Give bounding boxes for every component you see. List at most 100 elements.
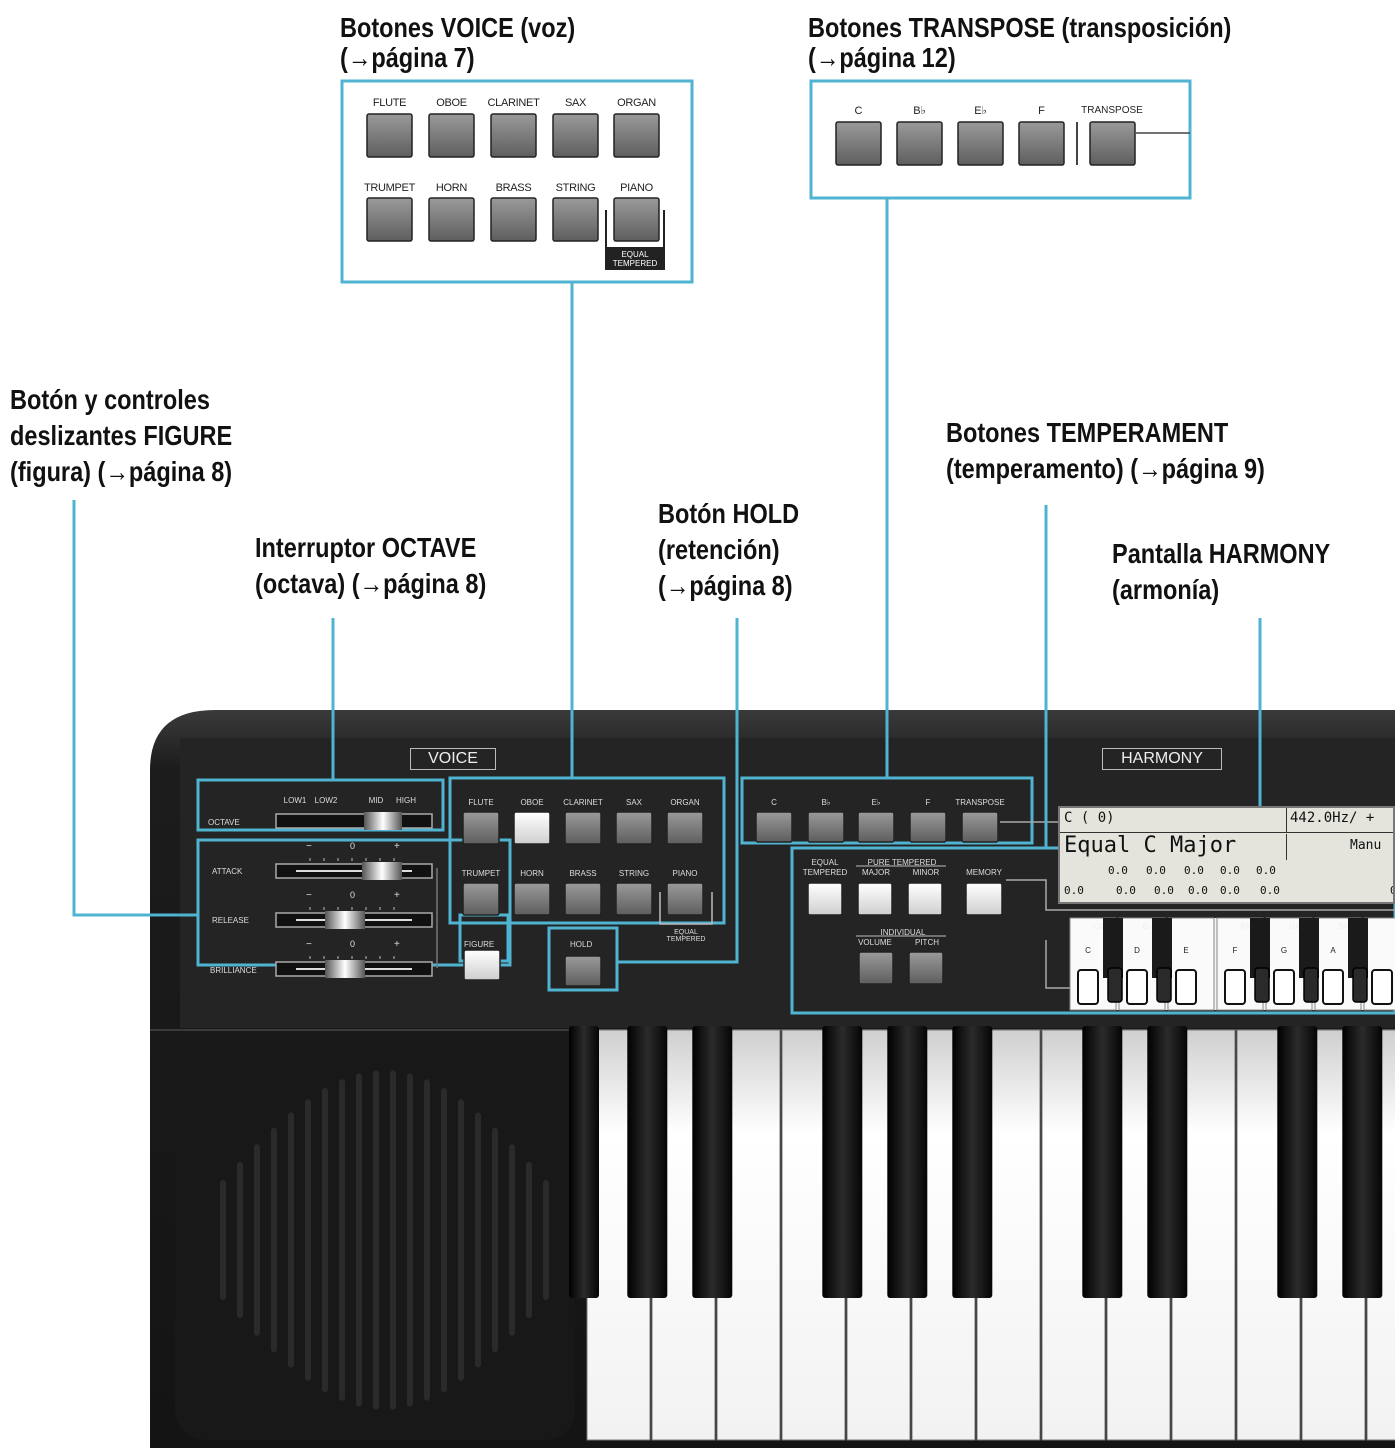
slider-knob: [325, 911, 365, 929]
transpose-box-label-1: B♭: [913, 105, 926, 117]
callout-octave: Interruptor OCTAVE (octava) (→página 8): [255, 530, 486, 602]
grille-slot: [305, 1099, 311, 1381]
octave-switch-knob: [364, 812, 402, 830]
octave-position-low1: LOW1: [283, 796, 307, 805]
mini-black-button: [1303, 967, 1319, 1003]
black-key: [627, 1026, 668, 1298]
mini-black-button: [1352, 967, 1368, 1003]
grille-slot: [322, 1087, 328, 1393]
piano-keys: [569, 1026, 1395, 1441]
voice-box-label-flute: FLUTE: [372, 97, 407, 109]
grille-slot: [424, 1079, 430, 1401]
hold-highlight: [547, 926, 619, 992]
panel-transpose-label-2: E♭: [871, 798, 881, 807]
memory-connector: [1006, 879, 1395, 911]
minikeys-connector: [1045, 940, 1070, 989]
octave-highlight: [196, 778, 445, 832]
black-key: [1147, 1026, 1188, 1298]
panel-voice-button: [666, 882, 704, 916]
mini-keyboard: [1069, 917, 1395, 1011]
callout-temperament: Botones TEMPERAMENT (temperamento) (→pág…: [946, 415, 1265, 487]
temp-equal-button: [807, 882, 843, 916]
lcd-row3-value-3: 0.0: [1220, 864, 1240, 877]
panel-voice-label-flute: FLUTE: [468, 798, 494, 807]
panel-transpose-button: [857, 811, 895, 843]
temp-volume: VOLUME: [858, 938, 892, 947]
grille-slot: [373, 1070, 379, 1410]
grille-slot: [543, 1180, 549, 1300]
panel-voice-button: [462, 811, 500, 845]
mini-key-button: [1077, 969, 1099, 1005]
slider-scale-plus: +: [394, 890, 400, 901]
temp-equal-line1: EQUAL: [811, 858, 839, 867]
panel-voice-button: [615, 811, 653, 845]
mini-black-button: [1156, 967, 1172, 1003]
panel-transpose-label-3: F: [925, 798, 931, 807]
slider-scale-plus: +: [394, 841, 400, 852]
panel-voice-label-sax: SAX: [625, 798, 642, 807]
callout-temperament-line1: Botones TEMPERAMENT: [946, 417, 1229, 448]
grille-slot: [271, 1127, 277, 1353]
lcd-row4-value-4: 0.0: [1220, 884, 1240, 897]
voice-panel-title: VOICE: [410, 748, 496, 770]
lcd-divider-2: [1286, 834, 1287, 860]
callout-hold-line1: Botón HOLD: [658, 498, 800, 529]
panel-transpose-button: [807, 811, 845, 843]
voice-box-equal-line1: EQUAL: [621, 250, 649, 259]
leader-figure: [72, 500, 198, 917]
callout-voice: Botones VOICE (voz) (→página 7): [340, 10, 575, 76]
slider-scale-zero: 0: [350, 841, 356, 851]
panel-voice-label-oboe: OBOE: [520, 798, 544, 807]
black-key: [822, 1026, 863, 1298]
voice-box-button: [552, 197, 599, 242]
mini-black-key: [1152, 918, 1172, 978]
panel-transpose-button: [909, 811, 947, 843]
voice-box-label-trumpet: TRUMPET: [363, 182, 416, 194]
black-key: [952, 1026, 993, 1298]
voice-box-label-horn: HORN: [435, 182, 468, 194]
voice-box-button: [613, 197, 660, 242]
voice-box-button: [552, 113, 599, 158]
transpose-box-label-0: C: [854, 105, 863, 117]
temp-minor-button: [907, 882, 943, 916]
lcd-divider-1: [1286, 808, 1287, 832]
voice-box-button: [613, 113, 660, 158]
slider-scale-minus: −: [306, 890, 312, 901]
octave-position-mid: MID: [368, 796, 384, 805]
panel-transpose-label-transpose: TRANSPOSE: [955, 798, 1005, 807]
panel-voice-label-horn: HORN: [520, 869, 544, 878]
grille-slot: [237, 1161, 243, 1319]
grille-slot: [458, 1099, 464, 1381]
lcd-line1-left: C ( 0): [1064, 810, 1115, 826]
brilliance-label: BRILLIANCE: [210, 966, 257, 975]
lcd-row3-value-1: 0.0: [1146, 864, 1166, 877]
mini-black-key: [1299, 918, 1319, 978]
octave-label: OCTAVE: [208, 818, 240, 827]
slider-scale-minus: −: [306, 939, 312, 950]
voice-box-label-brass: BRASS: [495, 182, 532, 194]
mini-black-key: [1250, 918, 1270, 978]
panel-voice-button: [615, 882, 653, 916]
slider-scale-zero: 0: [350, 890, 356, 900]
leader-hold: [617, 618, 739, 964]
panel-voice-label-trumpet: TRUMPET: [461, 869, 501, 878]
panel-equal-line2: TEMPERED: [666, 936, 706, 943]
lcd-row3-value-2: 0.0: [1184, 864, 1204, 877]
voice-box-label-string: STRING: [555, 182, 596, 194]
callout-temperament-line2: (temperamento) (→página 9): [946, 453, 1265, 484]
grille-slot: [509, 1144, 515, 1336]
panel-equal-line1: EQUAL: [674, 929, 698, 936]
temp-pitch-button: [908, 951, 944, 985]
mini-black-key: [1103, 918, 1123, 978]
black-key: [1277, 1026, 1318, 1298]
mini-white-label-g: G: [1280, 946, 1288, 955]
callout-transpose: Botones TRANSPOSE (transposición) (→pági…: [808, 10, 1231, 76]
lcd-row4-value-3: 0.0: [1188, 884, 1208, 897]
temp-pure-tempered: PURE TEMPERED: [867, 858, 937, 867]
mini-key-button: [1322, 969, 1344, 1005]
transpose-box-label-2: E♭: [974, 105, 987, 117]
grille-slot: [339, 1079, 345, 1401]
voice-box-button: [490, 113, 537, 158]
